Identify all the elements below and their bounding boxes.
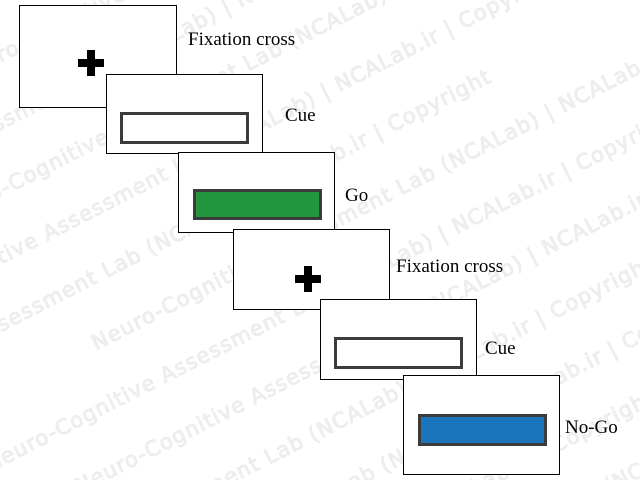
panel-6-label: No-Go bbox=[565, 417, 618, 438]
nogo-rectangle bbox=[418, 414, 547, 446]
fixation-cross-icon bbox=[295, 266, 321, 292]
panel-4-label: Fixation cross bbox=[396, 256, 504, 277]
panel-1-label: Fixation cross bbox=[188, 29, 296, 50]
fixation-cross-icon bbox=[78, 50, 104, 76]
panel-2-label: Cue bbox=[285, 105, 316, 126]
trial-panel-1-fixation bbox=[19, 5, 177, 108]
cross-vertical-bar bbox=[304, 266, 312, 292]
panel-5-label: Cue bbox=[485, 338, 516, 359]
trial-panel-2-cue bbox=[106, 74, 263, 154]
trial-panel-3-go bbox=[178, 152, 335, 233]
cue-rectangle bbox=[120, 112, 249, 144]
cross-vertical-bar bbox=[87, 50, 95, 76]
cue-rectangle bbox=[334, 337, 463, 369]
trial-panel-6-nogo bbox=[403, 375, 560, 475]
panel-3-label: Go bbox=[345, 185, 369, 206]
trial-panel-5-cue bbox=[320, 299, 477, 380]
go-rectangle bbox=[193, 189, 322, 220]
trial-panel-4-fixation bbox=[233, 229, 390, 310]
